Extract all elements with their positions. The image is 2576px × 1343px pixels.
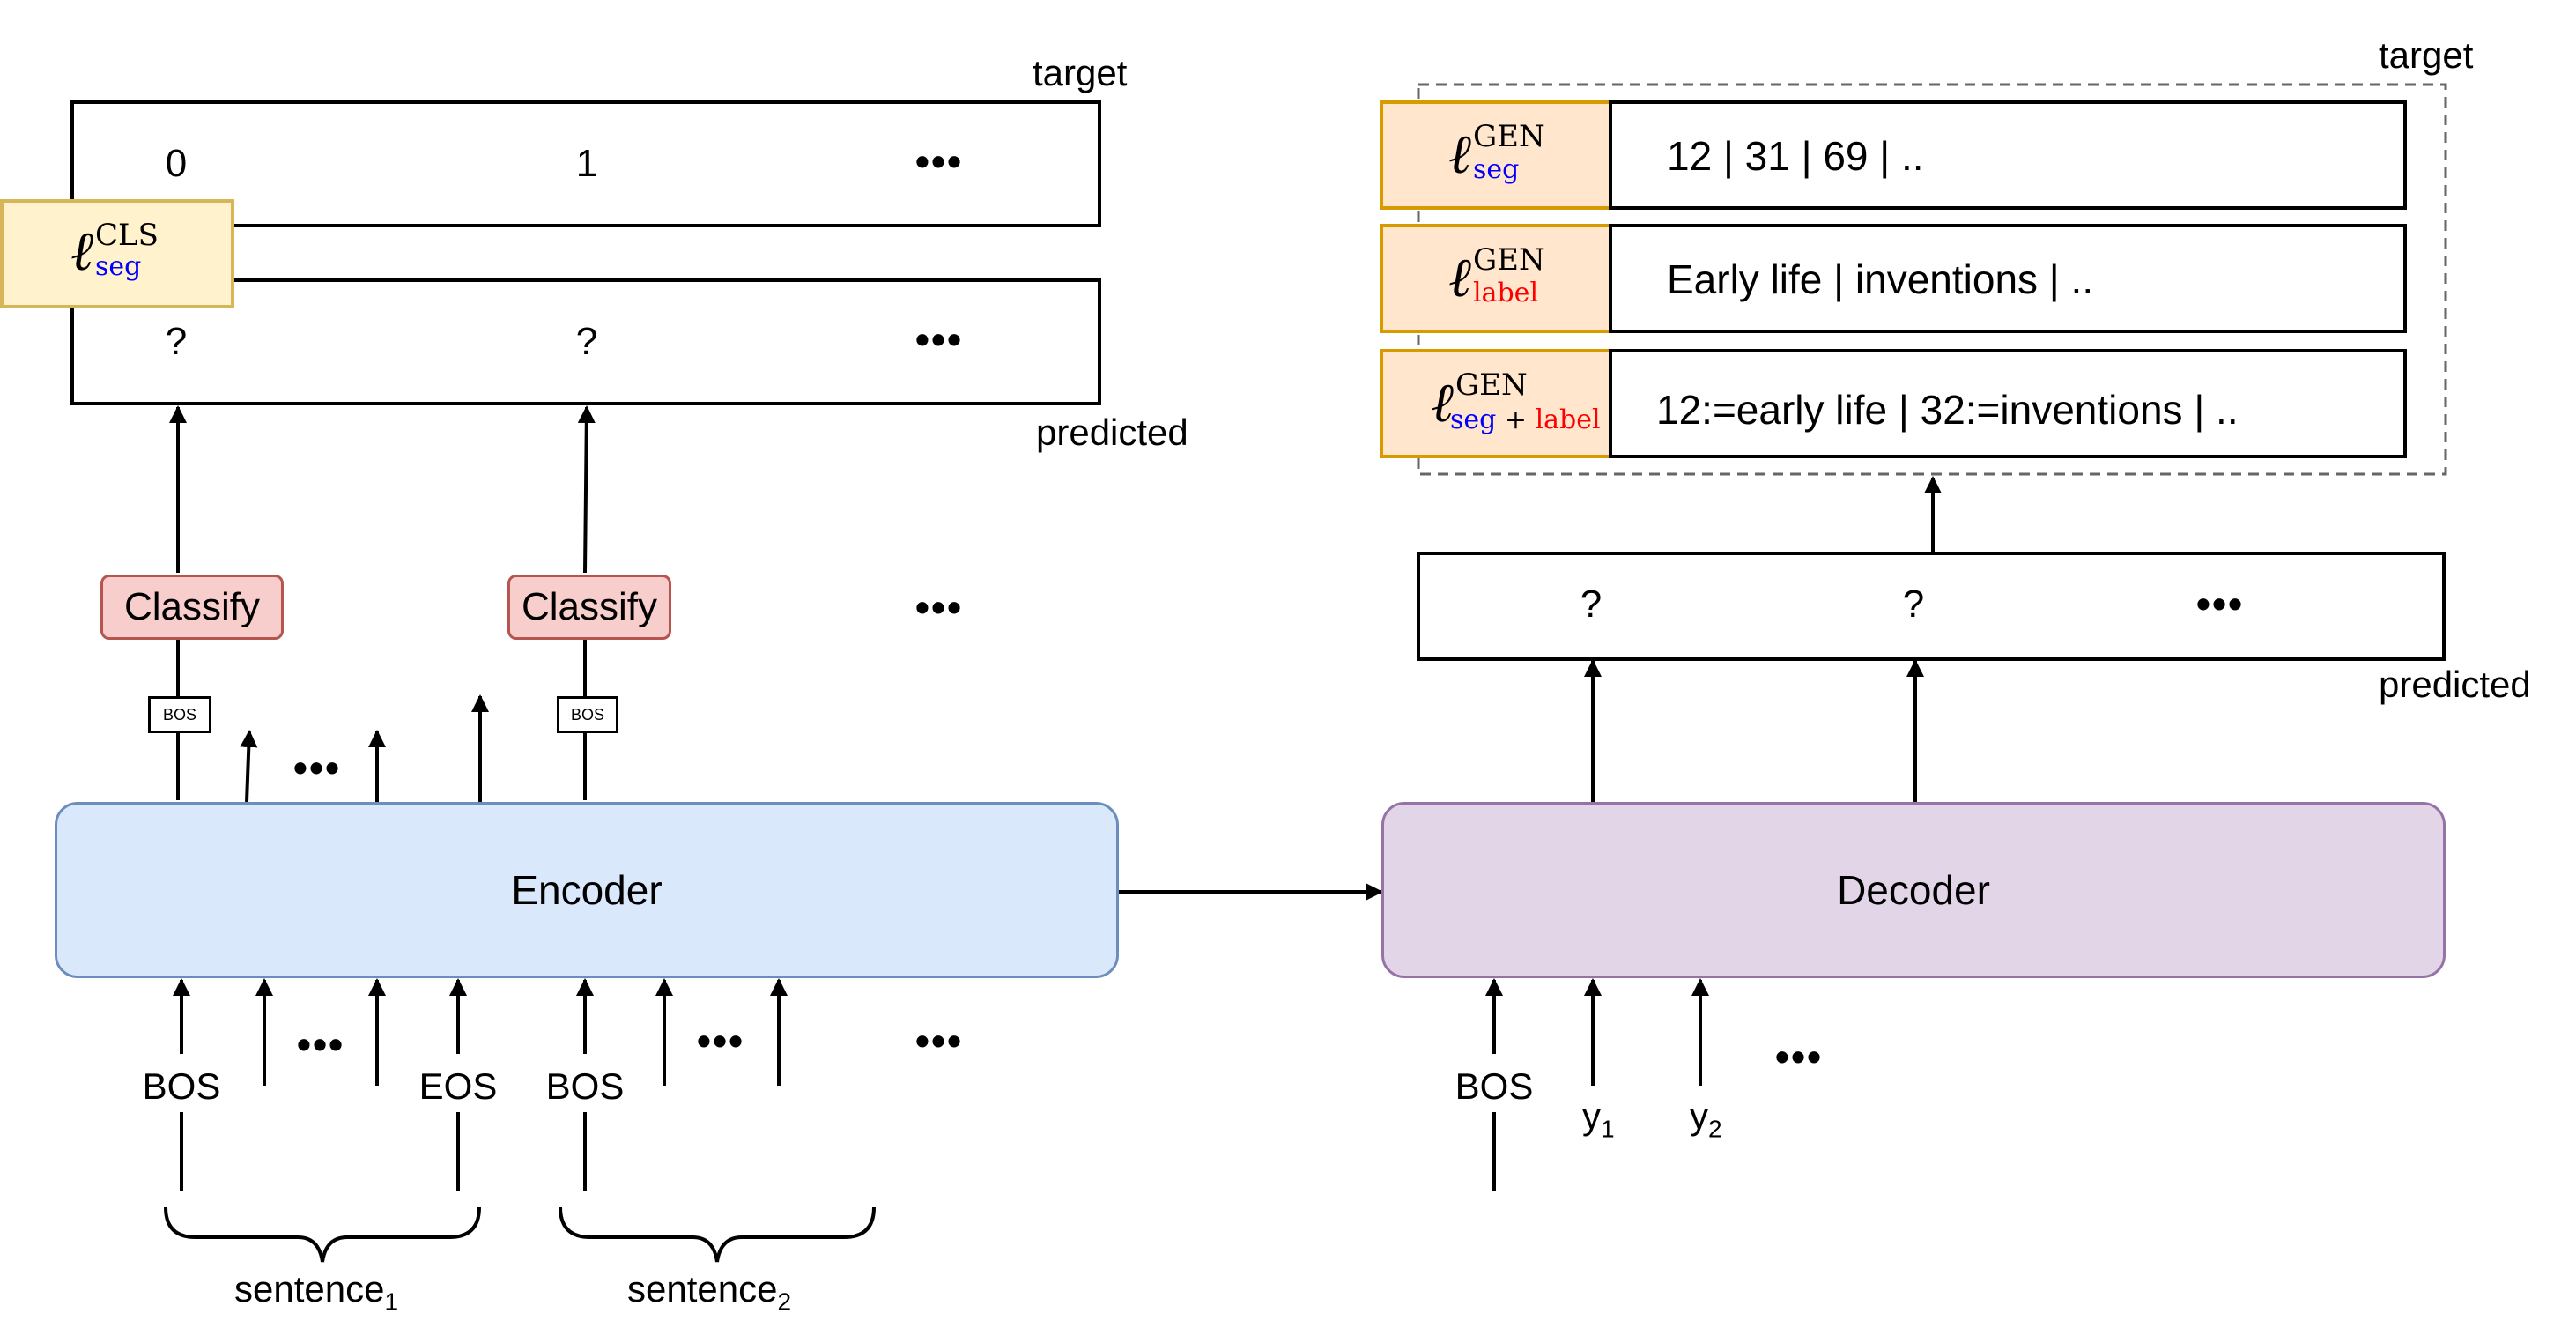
- input-dots-3: •••: [914, 1018, 964, 1064]
- left-target-cell-0: 0: [165, 142, 188, 185]
- sentence2-base: sentence: [627, 1268, 778, 1310]
- sentence1-sub: 1: [384, 1287, 399, 1316]
- loss-cls-sub: seg: [95, 251, 142, 282]
- left-target-cell-1: 1: [575, 142, 598, 185]
- sentence2-label: sentence2: [627, 1271, 791, 1314]
- loss-gen-seg-label-sup: GEN: [1455, 367, 1528, 403]
- target-group-dashed-border: [1417, 83, 2447, 476]
- y1-sub: 1: [1601, 1115, 1615, 1143]
- loss-cls-sup: CLS: [95, 218, 159, 253]
- decoder-input-y2: y2: [1690, 1098, 1722, 1141]
- sentence1-base: sentence: [234, 1268, 385, 1310]
- sentence2-brace: [559, 1206, 876, 1263]
- decoder-block: Decoder: [1381, 802, 2446, 978]
- decoder-input-dots: •••: [1774, 1034, 1824, 1080]
- decoder-input-y1: y1: [1582, 1098, 1615, 1141]
- encoder-output-dots: •••: [292, 745, 342, 790]
- input-dots-1: •••: [296, 1021, 345, 1067]
- left-predicted-dots: •••: [914, 316, 964, 362]
- sentence1-brace: [164, 1206, 481, 1263]
- encoder-output-arrow-2: [240, 730, 258, 803]
- loss-gen-seg-sup: GEN: [1473, 119, 1545, 154]
- loss-gen-label-box: ℓ GEN label: [1380, 224, 1612, 333]
- classify-box-1: Classify: [100, 575, 284, 640]
- loss-gen-label-sup: GEN: [1473, 242, 1545, 278]
- loss-gen-seg-label-symbol: ℓ: [1431, 370, 1454, 434]
- target-row-label: [1609, 224, 2407, 333]
- left-target-row: [70, 100, 1101, 227]
- target-row-seg: [1609, 100, 2407, 210]
- loss-gen-seg-label-sub-label: label: [1535, 404, 1601, 435]
- left-target-dots: •••: [914, 138, 964, 184]
- bos-token-2: BOS: [557, 696, 618, 733]
- arrow-classify2-to-predicted: [577, 405, 596, 574]
- target-row-seg-label: [1609, 349, 2407, 458]
- decoder-input-bos: BOS: [1455, 1065, 1534, 1107]
- input-bos-1: BOS: [142, 1065, 221, 1107]
- left-predicted-cell-1: ?: [575, 320, 598, 363]
- loss-gen-seg-label-box: ℓ GEN seg + label: [1380, 349, 1612, 458]
- sentence1-label: sentence1: [234, 1271, 398, 1314]
- classify-box-2: Classify: [507, 575, 671, 640]
- loss-gen-label-symbol: ℓ: [1448, 245, 1471, 309]
- loss-gen-seg-label-sub: seg + label: [1450, 407, 1601, 434]
- left-predicted-label: predicted: [1036, 412, 1188, 453]
- loss-cls-seg-box: ℓ CLS seg: [0, 199, 234, 308]
- target-row-label-text: Early life | inventions | ..: [1667, 256, 2094, 302]
- classify-dots: •••: [914, 584, 964, 630]
- y2-base: y: [1690, 1095, 1708, 1137]
- encoder-block: Encoder: [55, 802, 1119, 978]
- left-predicted-cell-0: ?: [165, 320, 188, 363]
- y2-sub: 2: [1708, 1115, 1722, 1143]
- input-dots-2: •••: [696, 1018, 745, 1064]
- bos-token-1: BOS: [148, 696, 211, 733]
- target-row-seg-text: 12 | 31 | 69 | ..: [1667, 133, 1924, 179]
- right-target-label: target: [2379, 34, 2474, 76]
- right-predicted-row: [1417, 552, 2446, 661]
- loss-gen-seg-label-sub-seg: seg: [1450, 404, 1497, 435]
- loss-gen-seg-box: ℓ GEN seg: [1380, 100, 1612, 210]
- loss-gen-label-sub: label: [1473, 278, 1539, 308]
- right-predicted-label: predicted: [2379, 664, 2531, 705]
- target-row-seg-label-text: 12:=early life | 32:=inventions | ..: [1656, 387, 2239, 433]
- loss-gen-seg-label-sub-plus: +: [1496, 404, 1536, 435]
- right-predicted-cell-1: ?: [1902, 582, 1925, 626]
- right-predicted-cell-0: ?: [1580, 582, 1603, 626]
- input-eos: EOS: [418, 1065, 498, 1107]
- right-predicted-dots: •••: [2195, 581, 2245, 627]
- left-target-label: target: [1033, 52, 1128, 93]
- loss-gen-seg-sub: seg: [1473, 154, 1520, 185]
- sentence2-sub: 2: [777, 1287, 792, 1316]
- y1-base: y: [1582, 1095, 1601, 1137]
- loss-gen-seg-symbol: ℓ: [1448, 122, 1471, 186]
- input-bos-2: BOS: [545, 1065, 625, 1107]
- loss-cls-symbol: ℓ: [70, 219, 93, 283]
- left-predicted-row: [70, 278, 1101, 405]
